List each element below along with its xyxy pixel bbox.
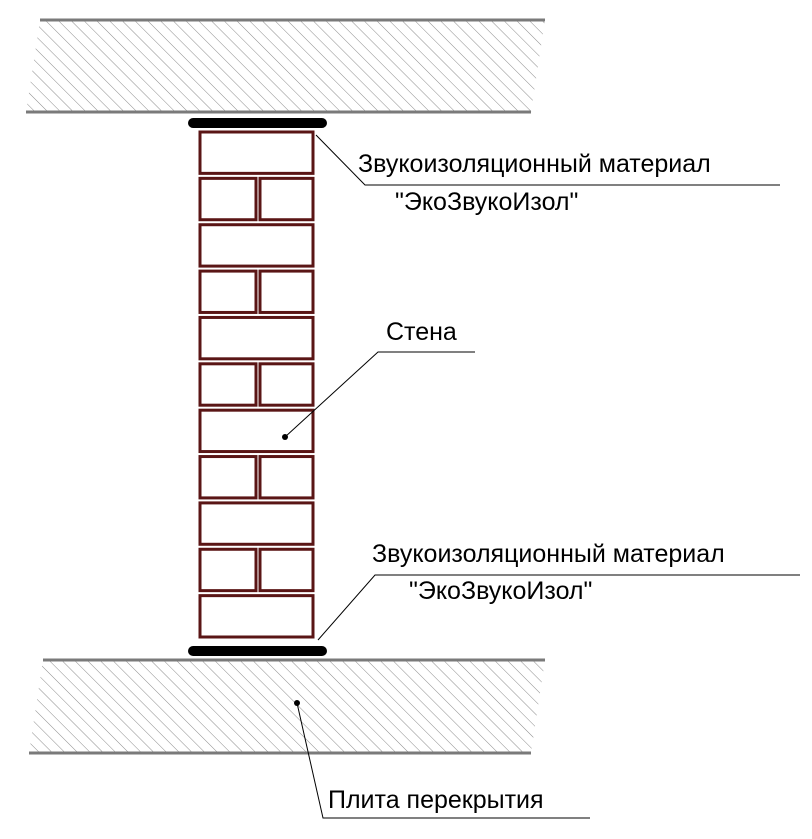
bottom-floor-slab xyxy=(29,658,545,755)
wall-label: Стена xyxy=(386,318,457,346)
wall-leader-dot xyxy=(282,434,288,440)
brick xyxy=(198,501,315,546)
half-brick xyxy=(198,547,258,593)
bottom-material-label-line2: "ЭкоЗвукоИзол" xyxy=(409,577,592,605)
brick xyxy=(198,223,315,268)
brick-wall xyxy=(198,130,315,639)
top-material-leader xyxy=(315,134,780,186)
half-brick xyxy=(198,269,258,314)
bottom-material-leader xyxy=(317,574,800,641)
half-brick xyxy=(258,176,315,222)
top-material-label-line1: Звукоизоляционный материал xyxy=(358,150,711,178)
brick xyxy=(198,130,315,175)
half-brick xyxy=(198,455,258,500)
bottom-material-label-line1: Звукоизоляционный материал xyxy=(372,540,725,568)
brick xyxy=(198,594,315,639)
top-insulation-strip xyxy=(188,118,327,128)
half-brick xyxy=(258,362,315,407)
half-brick xyxy=(258,547,315,593)
bottom-insulation-strip xyxy=(188,646,327,656)
top-floor-slab xyxy=(26,18,545,114)
wall-leader xyxy=(284,351,475,438)
slab-leader-dot xyxy=(294,700,300,706)
top-material-label-line2: "ЭкоЗвукоИзол" xyxy=(395,188,578,216)
half-brick xyxy=(258,455,315,500)
half-brick xyxy=(198,362,258,407)
slab-leader xyxy=(296,702,590,819)
brick xyxy=(198,315,315,361)
leader-lines xyxy=(284,134,800,819)
floor-slab-label: Плита перекрытия xyxy=(328,786,544,814)
brick xyxy=(198,408,315,454)
half-brick xyxy=(258,269,315,314)
half-brick xyxy=(198,176,258,222)
